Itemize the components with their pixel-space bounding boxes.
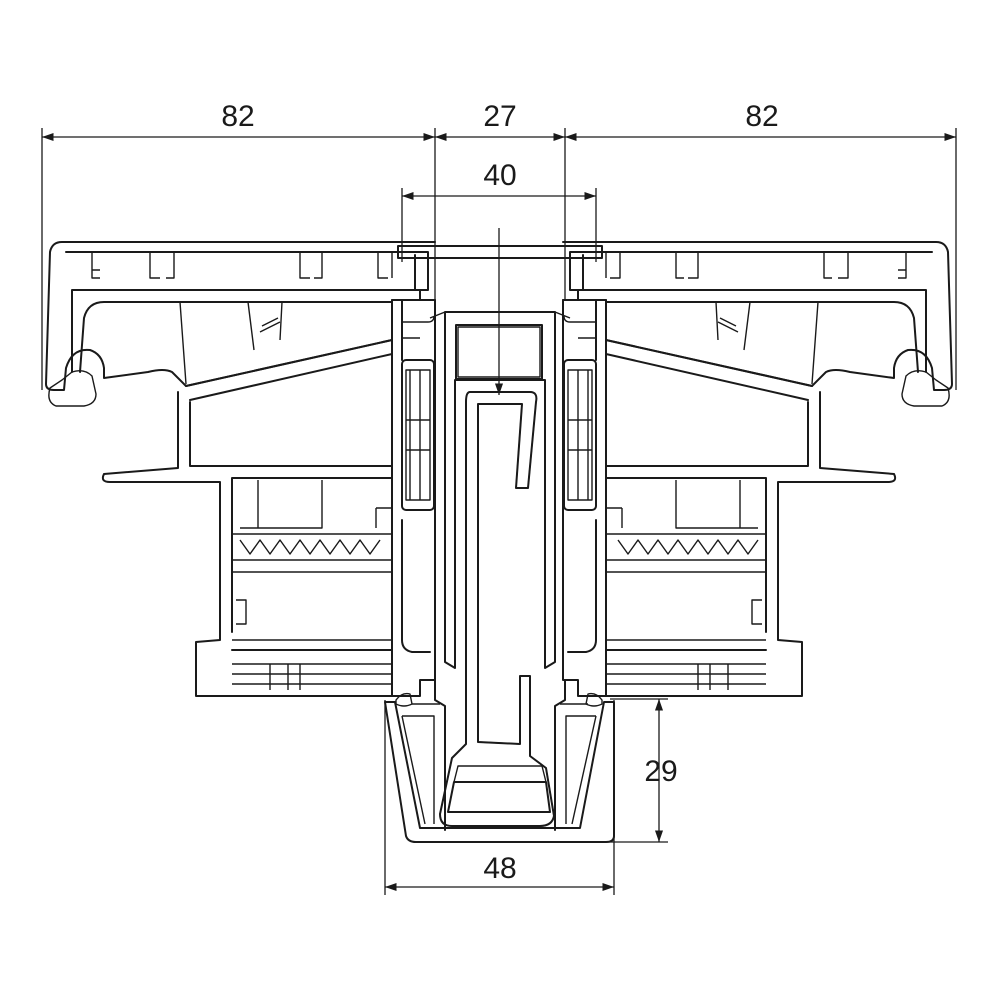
dimension-bottom-width: 48 [483,852,516,885]
dimension-left-width: 82 [221,100,254,133]
dimension-center-width: 27 [483,100,516,133]
dimension-bottom-height: 29 [644,755,677,788]
dimension-lines [41,128,957,895]
right-profile [562,241,953,707]
mullion-profile [384,311,615,843]
dimension-right-width: 82 [745,100,778,133]
dimension-glazing-width: 40 [483,159,516,192]
left-profile [45,241,436,707]
